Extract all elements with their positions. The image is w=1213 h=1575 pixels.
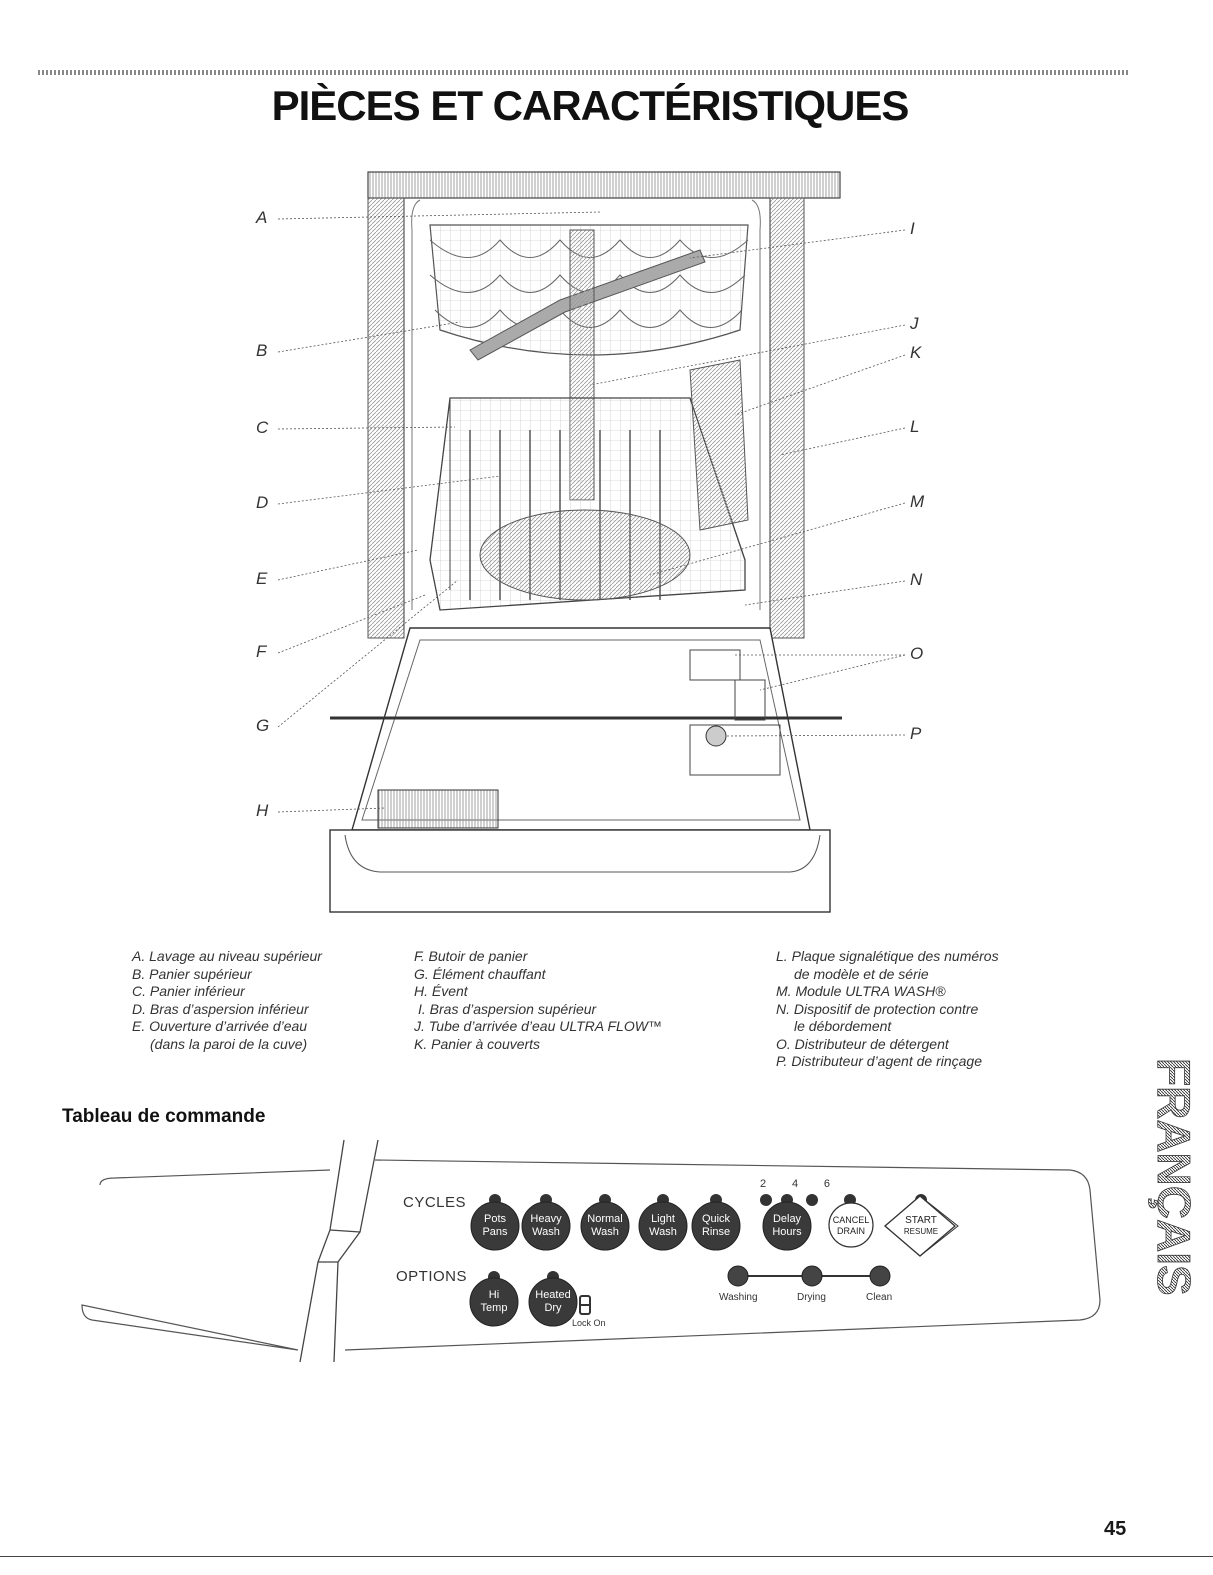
callout-f: F [256,642,267,661]
legend-item: J. Tube d’arrivée d’eau ULTRA FLOW™ [414,1018,662,1034]
legend-item: K. Panier à couverts [414,1035,541,1052]
cycles-label: CYCLES [403,1194,467,1211]
tub-left-wall [367,197,405,639]
status-drying: Drying [797,1292,826,1303]
status-clean: Clean [866,1292,893,1303]
lock-on-label: Lock On [572,1318,606,1328]
callout-l: L [910,417,920,436]
delay-mark: 2 [760,1178,767,1190]
legend-item: N. Dispositif de protection contre [776,1000,979,1017]
callout-p: P [910,724,922,743]
upper-spray-arm [469,249,706,361]
callout-e: E [256,569,268,588]
legend-column-2: F. Butoir de panier G. Élément chauffant… [414,948,662,1053]
hi-temp-button[interactable]: Hi Temp [480,1289,508,1314]
callout-j: J [910,314,919,333]
page-number: 45 [1104,1518,1127,1540]
quick-rinse-button[interactable]: Quick Rinse [701,1213,731,1238]
top-dotted-rule [38,70,1128,75]
light-wash-button[interactable]: Light Wash [649,1213,677,1238]
legend-item-continuation: (dans la paroi de la cuve) [150,1035,308,1052]
delay-hour-marks: 2 4 6 [760,1178,830,1190]
control-panel-title: Tableau de commande [62,1106,266,1127]
heavy-wash-button[interactable]: Heavy Wash [530,1213,562,1238]
legend-item: M. Module ULTRA WASH® [776,983,946,999]
legend-item: H. Évent [414,983,468,999]
legend-item: B. Panier supérieur [132,965,252,982]
callout-i: I [910,219,915,238]
normal-wash-button[interactable]: Normal Wash [587,1213,623,1238]
delay-mark: 4 [791,1178,799,1190]
cancel-drain-button[interactable]: CANCEL DRAIN [832,1215,870,1236]
delay-hours-button[interactable]: Delay Hours [772,1213,802,1238]
legend-item: D. Bras d’aspersion inférieur [132,1000,309,1017]
tub-right-wall [769,197,805,639]
pots-pans-button[interactable]: Pots Pans [482,1213,508,1238]
legend-item: O. Distributeur de détergent [776,1035,949,1052]
callout-d: D [256,493,269,512]
tub-top-band [367,171,841,199]
callout-g: G [256,716,270,735]
legend-column-3: L. Plaque signalétique des numéros de mo… [776,948,999,1071]
language-side-tab: FRANÇAIS [1148,1058,1200,1296]
callout-m: M [910,492,925,511]
page-title: PIÈCES ET CARACTÉRISTIQUES [271,82,910,129]
legend-item: L. Plaque signalétique des numéros [776,948,999,964]
callout-c: C [256,418,269,437]
callout-b: B [256,341,268,360]
cutlery-basket [689,359,749,531]
legend-item: E. Ouverture d’arrivée d’eau [132,1018,308,1034]
bottom-rule [0,1556,1213,1557]
rinse-aid-dispenser [705,725,727,747]
legend-column-1: A. Lavage au niveau supérieur B. Panier … [132,948,322,1053]
legend-item: P. Distributeur d’agent de rinçage [776,1053,982,1069]
legend-item: F. Butoir de panier [414,948,528,964]
status-washing: Washing [719,1292,758,1303]
legend-item: G. Élément chauffant [414,965,546,982]
legend-item: I. Bras d’aspersion supérieur [418,1000,597,1017]
detergent-dispenser [689,649,741,681]
callout-h: H [256,801,269,820]
legend-item: C. Panier inférieur [132,983,245,999]
callout-o: O [910,644,924,663]
callout-a: A [256,208,268,227]
legend-item-continuation: le débordement [794,1018,892,1034]
legend-item-continuation: de modèle et de série [794,965,929,982]
legend-item: A. Lavage au niveau supérieur [132,948,322,964]
callout-k: K [910,343,922,362]
options-label: OPTIONS [396,1268,468,1285]
heated-dry-button[interactable]: Heated Dry [535,1289,571,1314]
delay-mark: 6 [823,1178,830,1190]
callout-n: N [910,570,923,589]
dishwasher-door [329,627,842,913]
side-tab-text: FRANÇAIS [1148,1058,1200,1296]
start-resume-button[interactable]: START RESUME [903,1215,939,1236]
lower-spray-arm [479,509,691,601]
vent [377,789,499,829]
